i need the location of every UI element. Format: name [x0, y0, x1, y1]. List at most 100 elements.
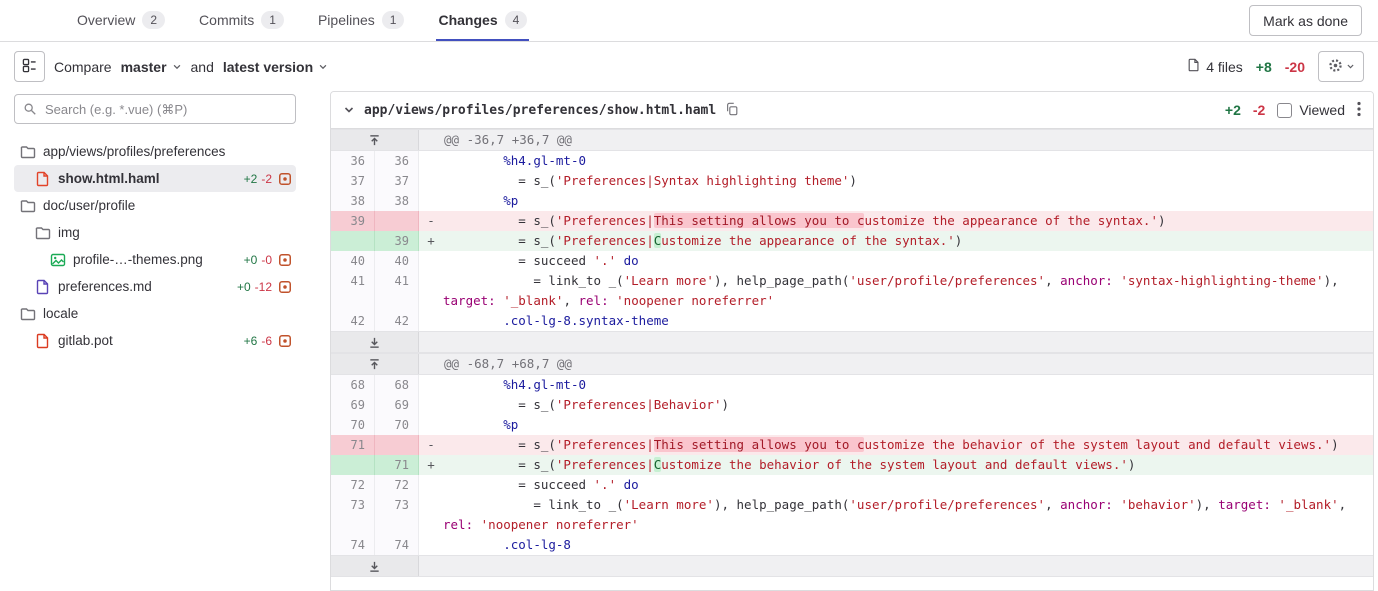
new-line-number[interactable]: 41	[375, 271, 419, 311]
file-tree-toggle-button[interactable]	[14, 51, 45, 82]
file-options-kebab-button[interactable]	[1357, 101, 1361, 120]
expand-up-button[interactable]	[331, 354, 419, 374]
folder-icon	[35, 225, 51, 241]
new-line-number[interactable]: 42	[375, 311, 419, 331]
source-version-dropdown[interactable]: master	[121, 59, 182, 75]
tree-file-gitlab-pot[interactable]: gitlab.pot+6-6	[14, 327, 296, 354]
tab-label: Pipelines	[317, 11, 375, 28]
old-line-number[interactable]: 40	[331, 251, 375, 271]
old-line-number[interactable]: 69	[331, 395, 375, 415]
tree-folder-locale[interactable]: locale	[14, 300, 296, 327]
viewed-label: Viewed	[1299, 102, 1345, 118]
line-sign	[419, 151, 443, 171]
tab-label: Commits	[199, 11, 255, 28]
diff-settings-button[interactable]	[1318, 51, 1364, 82]
new-line-number[interactable]: 68	[375, 375, 419, 395]
expand-down-button[interactable]	[331, 556, 419, 576]
line-sign	[419, 415, 443, 435]
new-line-number[interactable]: 40	[375, 251, 419, 271]
tree-file-profile-themes-png[interactable]: profile-…-themes.png+0-0	[14, 246, 296, 273]
tree-item-label: locale	[43, 306, 79, 321]
new-line-number[interactable]: 38	[375, 191, 419, 211]
line-sign	[419, 475, 443, 495]
old-line-number[interactable]: 74	[331, 535, 375, 555]
line-sign	[419, 191, 443, 211]
new-line-number[interactable]	[375, 435, 419, 455]
old-line-number[interactable]: 39	[331, 211, 375, 231]
new-line-number[interactable]: 74	[375, 535, 419, 555]
line-sign: +	[427, 457, 435, 472]
old-line-number[interactable]: 38	[331, 191, 375, 211]
new-line-number[interactable]	[375, 211, 419, 231]
expand-row-filler	[419, 556, 1373, 576]
new-line-number[interactable]: 36	[375, 151, 419, 171]
line-code: = s_('Preferences|Customize the appearan…	[443, 233, 963, 248]
file-collapse-chevron[interactable]	[343, 104, 355, 116]
new-line-number[interactable]: 71	[375, 455, 419, 475]
old-line-number[interactable]: 42	[331, 311, 375, 331]
target-version-value: latest version	[222, 58, 314, 75]
new-line-number[interactable]: 37	[375, 171, 419, 191]
line-sign	[419, 311, 443, 331]
diff-panel: app/views/profiles/preferences/show.html…	[330, 91, 1374, 591]
new-line-number[interactable]: 72	[375, 475, 419, 495]
old-line-number[interactable]: 70	[331, 415, 375, 435]
expand-down-button[interactable]	[331, 332, 419, 352]
new-line-number[interactable]: 73	[375, 495, 419, 535]
tree-item-label: img	[58, 225, 80, 240]
line-code: = s_('Preferences|This setting allows yo…	[443, 213, 1166, 228]
tree-item-label: preferences.md	[58, 279, 152, 294]
old-line-number[interactable]: 68	[331, 375, 375, 395]
old-line-number[interactable]: 36	[331, 151, 375, 171]
new-line-number[interactable]: 70	[375, 415, 419, 435]
line-sign	[419, 171, 443, 191]
viewed-toggle[interactable]: Viewed	[1277, 102, 1345, 118]
old-line-number[interactable]: 72	[331, 475, 375, 495]
tab-label: Changes	[438, 11, 498, 28]
tree-folder-img[interactable]: img	[14, 219, 296, 246]
target-version-dropdown[interactable]: latest version	[223, 59, 328, 75]
tree-folder-app-views-profiles-preferences[interactable]: app/views/profiles/preferences	[14, 138, 296, 165]
old-line-number[interactable]	[331, 231, 375, 251]
line-sign: +	[427, 233, 435, 248]
file-search-input[interactable]	[14, 94, 296, 124]
old-line-number[interactable]: 71	[331, 435, 375, 455]
tab-label: Overview	[77, 11, 136, 28]
changes-content: app/views/profiles/preferences show.html.…	[0, 91, 1378, 591]
line-code: .col-lg-8	[503, 537, 571, 552]
haml-file-icon	[35, 171, 51, 187]
tab-overview[interactable]: Overview 2	[75, 0, 167, 41]
copy-path-button[interactable]	[725, 102, 739, 119]
old-line-number[interactable]	[331, 455, 375, 475]
diff-line-71: 71+ = s_('Preferences|Customize the beha…	[331, 455, 1373, 475]
new-line-number[interactable]: 69	[375, 395, 419, 415]
tab-count-badge: 2	[142, 10, 166, 29]
tree-file-preferences-md[interactable]: preferences.md+0-12	[14, 273, 296, 300]
added-lines: +2	[243, 171, 258, 186]
removed-lines: -12	[254, 279, 272, 294]
file-tree: app/views/profiles/preferences show.html.…	[14, 138, 296, 354]
mark-as-done-button[interactable]: Mark as done	[1249, 5, 1362, 36]
tree-file-show-html-haml[interactable]: show.html.haml+2-2	[14, 165, 296, 192]
expand-row-filler	[419, 332, 1373, 352]
tree-item-label: show.html.haml	[58, 171, 160, 186]
new-line-number[interactable]: 39	[375, 231, 419, 251]
line-code: %p	[503, 417, 519, 432]
tree-folder-doc-user-profile[interactable]: doc/user/profile	[14, 192, 296, 219]
file-path[interactable]: app/views/profiles/preferences/show.html…	[364, 102, 717, 118]
old-line-number[interactable]: 73	[331, 495, 375, 535]
compare-label: Compare	[54, 58, 112, 75]
viewed-checkbox[interactable]	[1277, 102, 1293, 118]
added-lines: +6	[243, 333, 258, 348]
line-code: = s_('Preferences|This setting allows yo…	[443, 437, 1339, 452]
old-line-number[interactable]: 37	[331, 171, 375, 191]
expand-up-button[interactable]	[331, 130, 419, 150]
old-line-number[interactable]: 41	[331, 271, 375, 311]
